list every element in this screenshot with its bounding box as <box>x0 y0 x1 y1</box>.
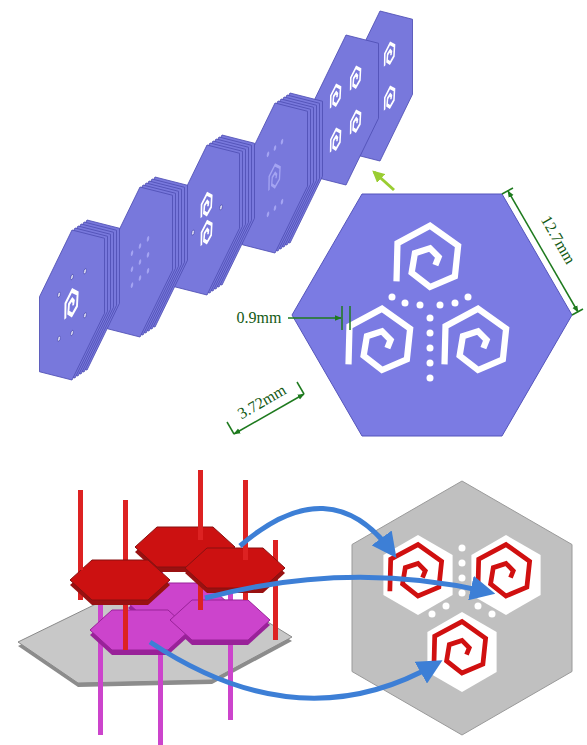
layer-model <box>18 470 292 745</box>
pointer-arrow <box>374 172 394 190</box>
dimension-label: 12.7mm <box>537 213 579 268</box>
unit-cell-top-view <box>352 481 572 735</box>
dimension-label: 0.9mm <box>237 309 282 327</box>
dimension-lines <box>227 188 583 434</box>
dimension-label: 3.72mm <box>235 381 290 423</box>
mapping-arrows <box>150 508 488 698</box>
